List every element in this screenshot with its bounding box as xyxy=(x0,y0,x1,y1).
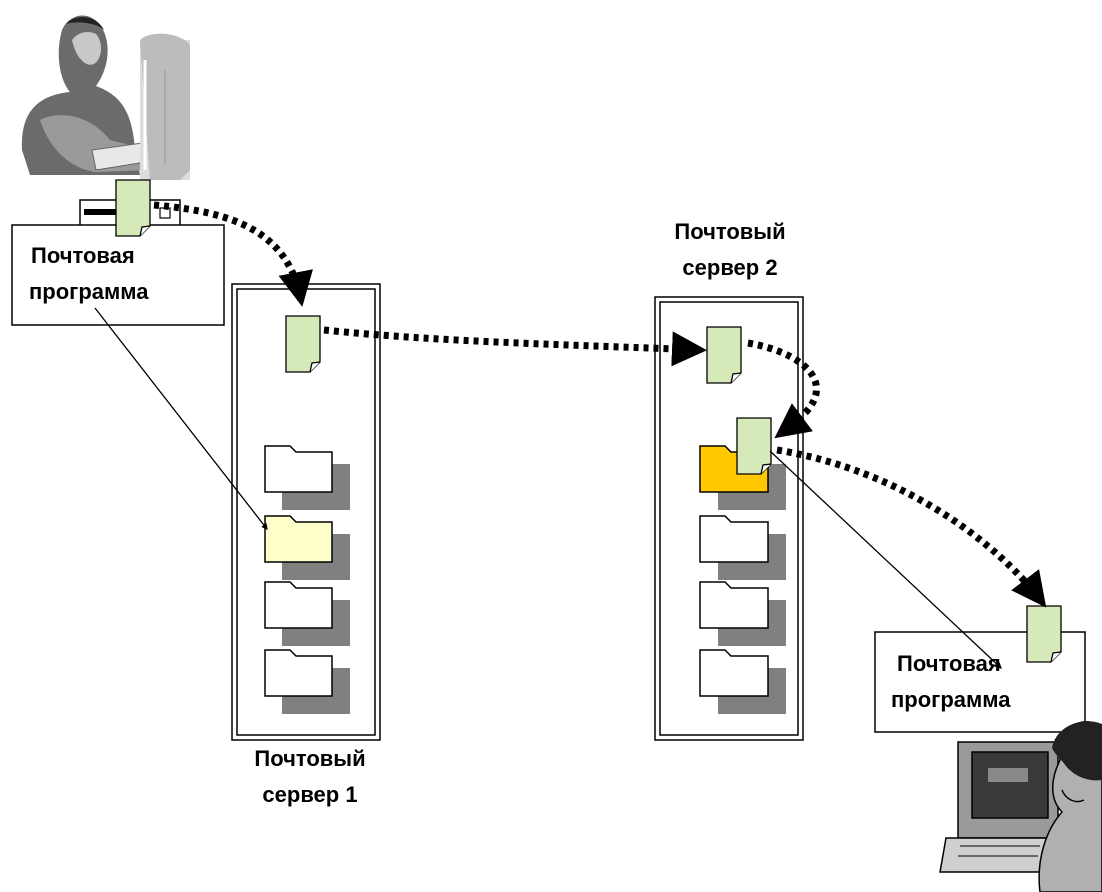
mailbox-link-arrows xyxy=(94,307,1002,669)
server1-mailbox-folder-3 xyxy=(264,581,350,646)
sender-client-label-line1: Почтовая xyxy=(31,243,135,268)
server2-mailbox-folder-2 xyxy=(699,515,786,580)
server1-message-document-icon xyxy=(285,315,321,373)
server2-label-line1: Почтовый xyxy=(674,219,786,244)
message-flow-path xyxy=(153,201,1047,608)
sender-mail-client-box xyxy=(11,224,225,326)
server1-mailbox-folder-4 xyxy=(264,649,350,714)
recipient-client-label-line2: программа xyxy=(891,687,1011,712)
server1-label-line2: сервер 1 xyxy=(262,782,358,807)
man-at-computer-icon xyxy=(21,15,190,181)
server2-mailbox-message-document-icon xyxy=(736,417,772,475)
server1-sender-mailbox-folder xyxy=(264,515,350,580)
recipient-message-document-icon xyxy=(1026,605,1062,663)
server2-label-line2: сервер 2 xyxy=(682,255,778,280)
sender-message-document-icon xyxy=(115,179,151,237)
recipient-client-label-line1: Почтовая xyxy=(897,651,1001,676)
server2-mailbox-folder-3 xyxy=(699,581,786,646)
sender-client-label-line2: программа xyxy=(29,279,149,304)
server2-mailbox-folder-4 xyxy=(699,649,786,714)
server2-incoming-message-document-icon xyxy=(706,326,742,384)
woman-at-computer-icon xyxy=(939,721,1102,892)
server1-label-line1: Почтовый xyxy=(254,746,366,771)
server1-mailbox-folder-1 xyxy=(264,445,350,510)
